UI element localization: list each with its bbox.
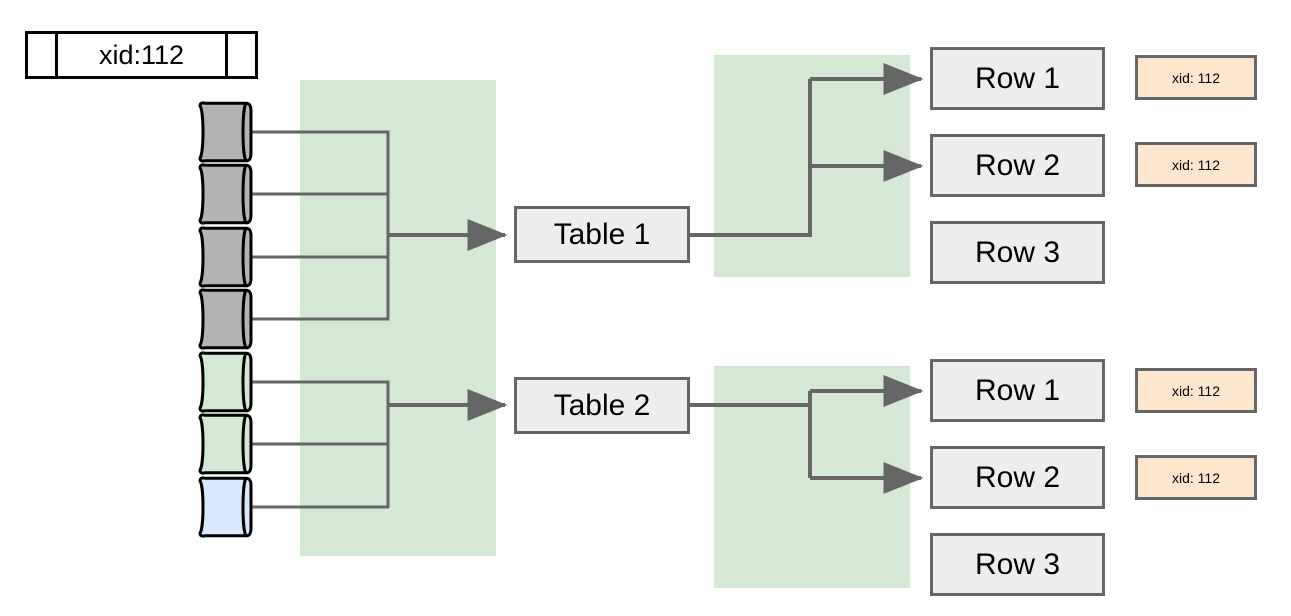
document-3-icon bbox=[197, 226, 259, 288]
document-4-icon bbox=[197, 288, 259, 350]
table2-row-2[interactable]: Row 2 bbox=[930, 446, 1105, 509]
table2-row-1[interactable]: Row 1 bbox=[930, 359, 1105, 422]
table1-row-2[interactable]: Row 2 bbox=[930, 134, 1105, 197]
document-5-icon bbox=[197, 351, 259, 413]
table-2-box[interactable]: Table 2 bbox=[514, 377, 690, 434]
highlight-band-table1-rows bbox=[714, 55, 910, 277]
document-2-icon bbox=[197, 163, 259, 225]
xid-header-strip: xid:112 bbox=[25, 31, 258, 79]
xid-tag-table1-row2: xid: 112 bbox=[1135, 142, 1257, 187]
table2-row-3[interactable]: Row 3 bbox=[930, 533, 1105, 596]
document-1-icon bbox=[197, 101, 259, 163]
table1-row-1[interactable]: Row 1 bbox=[930, 47, 1105, 110]
xid-strip-left-cell bbox=[28, 34, 58, 76]
xid-tag-table2-row2: xid: 112 bbox=[1135, 455, 1257, 500]
highlight-band-left bbox=[300, 80, 496, 556]
table1-row-3[interactable]: Row 3 bbox=[930, 221, 1105, 284]
table-1-box[interactable]: Table 1 bbox=[514, 206, 690, 263]
highlight-band-table2-rows bbox=[714, 366, 910, 588]
xid-strip-right-cell bbox=[225, 34, 255, 76]
document-7-icon bbox=[197, 476, 259, 538]
document-6-icon bbox=[197, 413, 259, 475]
xid-tag-table2-row1: xid: 112 bbox=[1135, 368, 1257, 413]
xid-strip-label: xid:112 bbox=[98, 39, 185, 70]
xid-tag-table1-row1: xid: 112 bbox=[1135, 55, 1257, 100]
